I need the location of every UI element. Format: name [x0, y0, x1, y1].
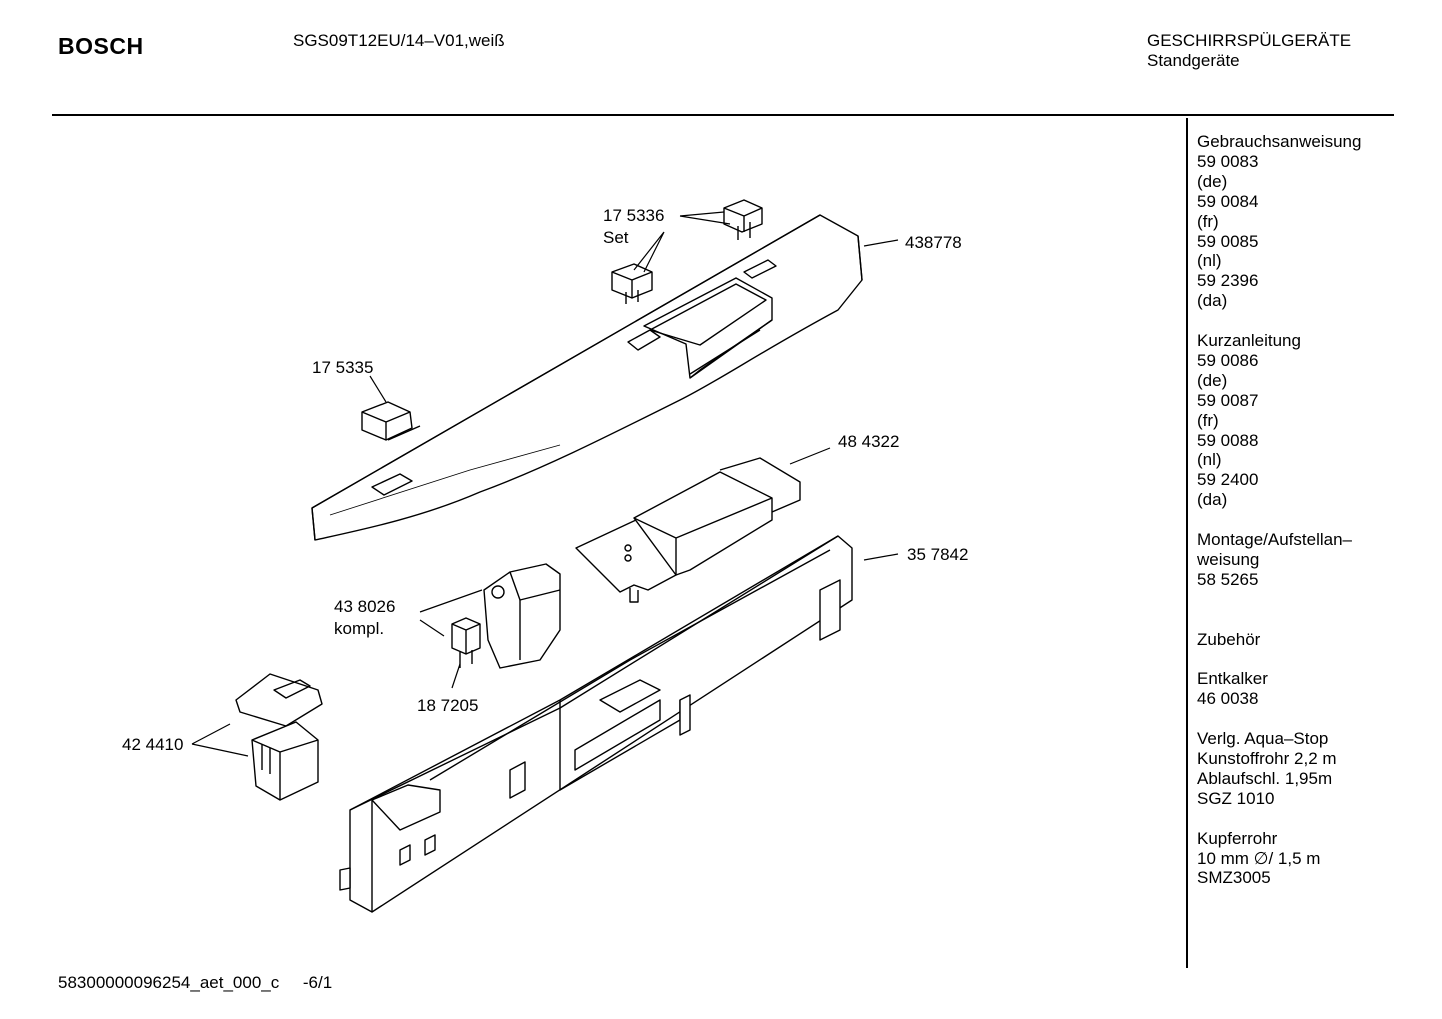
sidebar-line: 59 0088: [1197, 430, 1259, 450]
header-divider: [52, 114, 1394, 116]
model-number: SGS09T12EU/14–V01,weiß: [293, 31, 505, 50]
sidebar-line: Montage/Aufstellan–: [1197, 530, 1352, 550]
sidebar-line: 10 mm ∅/ 1,5 m: [1197, 848, 1321, 868]
category-subtitle: Standgeräte: [1147, 51, 1240, 70]
sidebar-line: SMZ3005: [1197, 868, 1271, 888]
sidebar-line: 59 0083: [1197, 151, 1259, 171]
button-set-upper: [723, 199, 763, 240]
sidebar-line: Kurzanleitung: [1197, 331, 1301, 351]
sidebar-block: Zubehör: [1197, 630, 1361, 650]
display-module-part: [575, 457, 801, 603]
sidebar-line: 58 5265: [1197, 569, 1259, 589]
brand-logo: BOSCH: [58, 33, 144, 59]
sidebar-line: (da): [1197, 291, 1228, 311]
label-484322: 48 4322: [838, 432, 900, 451]
housing-frame-part: [339, 535, 853, 913]
sidebar-line: (fr): [1197, 410, 1219, 430]
sidebar-line: 59 0087: [1197, 390, 1259, 410]
sidebar-line: 59 2400: [1197, 470, 1259, 490]
label-424410: 42 4410: [122, 735, 184, 754]
control-panel-part: [311, 214, 863, 541]
micro-switch-part: [451, 617, 481, 668]
sidebar-divider: [1186, 118, 1188, 968]
sidebar-line: Zubehör: [1197, 629, 1261, 649]
label-438778: 438778: [905, 233, 962, 252]
footer-page: -6/1: [302, 973, 333, 992]
label-187205: 18 7205: [417, 696, 479, 715]
program-selector-assembly: [235, 673, 323, 801]
label-438026-kompl: kompl.: [334, 619, 385, 638]
sidebar-line: Ablaufschl. 1,95m: [1197, 768, 1333, 788]
sidebar-line: (de): [1197, 171, 1228, 191]
sidebar-line: SGZ 1010: [1197, 788, 1275, 808]
label-175336-set: Set: [603, 228, 629, 247]
sidebar-line: Kupferrohr: [1197, 828, 1278, 848]
exploded-parts-drawing: [191, 199, 899, 913]
door-switch-assembly: [483, 563, 561, 669]
label-357842: 35 7842: [907, 545, 969, 564]
sidebar-line: (nl): [1197, 251, 1222, 271]
sidebar-line: 59 0085: [1197, 231, 1259, 251]
sidebar-line: Gebrauchsanweisung: [1197, 132, 1362, 151]
sidebar-line: Verlg. Aqua–Stop: [1197, 729, 1329, 749]
sidebar-line: weisung: [1197, 550, 1260, 569]
sidebar-line: 46 0038: [1197, 689, 1259, 709]
sidebar-line: (de): [1197, 370, 1228, 390]
label-438026: 43 8026: [334, 597, 396, 616]
switch-cover-part: [361, 401, 421, 441]
sidebar-line: (nl): [1197, 450, 1222, 470]
footer: 58300000096254_aet_000_c -6/1: [58, 973, 332, 993]
category: GESCHIRRSPÜLGERÄTE Standgeräte: [1147, 31, 1351, 71]
sidebar-line: 59 2396: [1197, 271, 1259, 291]
sidebar-line: [1197, 590, 1361, 610]
sidebar-line: (da): [1197, 490, 1228, 510]
sidebar-line: 59 0084: [1197, 191, 1259, 211]
footer-doc-id: 58300000096254_aet_000_c: [58, 973, 280, 992]
sidebar-line: 59 0086: [1197, 350, 1259, 370]
label-175336: 17 5336: [603, 206, 665, 225]
sidebar-line: (fr): [1197, 211, 1219, 231]
button-set-lower: [611, 263, 653, 304]
label-175335: 17 5335: [312, 358, 374, 377]
leader-lines: [191, 211, 899, 757]
sidebar-line: Entkalker: [1197, 669, 1268, 689]
category-title: GESCHIRRSPÜLGERÄTE: [1147, 31, 1352, 50]
sidebar-line: Kunstoffrohr 2,2 m: [1197, 749, 1337, 768]
